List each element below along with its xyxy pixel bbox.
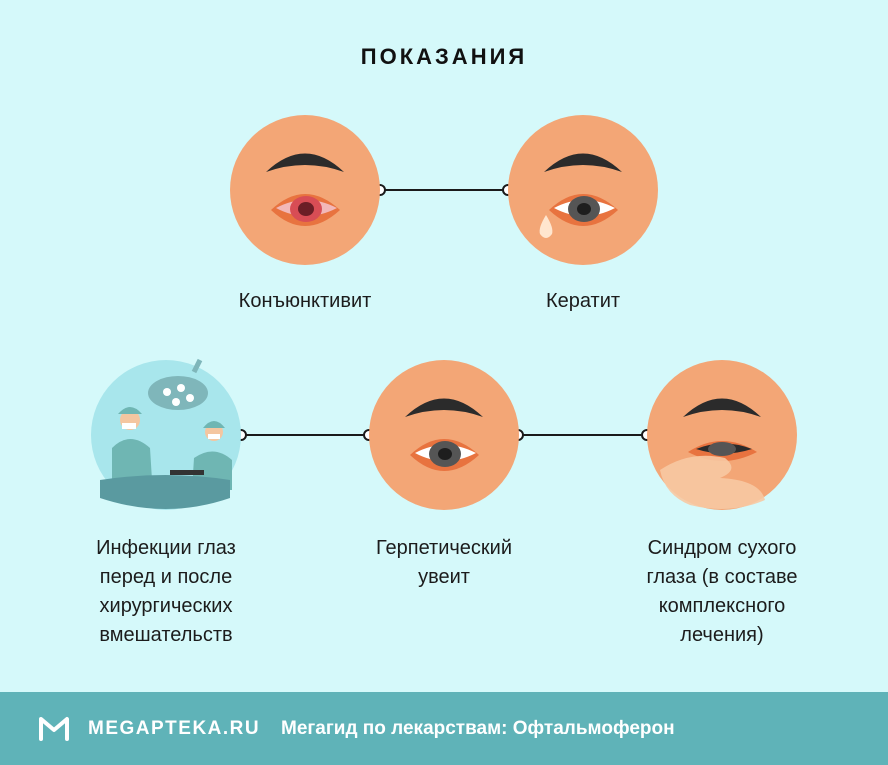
uveitis-eye-icon	[369, 360, 519, 510]
brand-name[interactable]: MEGAPTEKA.RU	[88, 718, 261, 739]
page-title: ПОКАЗАНИЯ	[360, 44, 528, 69]
label-herpetic-uveitis: Герпетический увеит	[376, 537, 512, 588]
dry-eye-icon	[647, 360, 797, 510]
keratitis-eye-icon	[508, 115, 658, 265]
megapteka-logo-icon	[39, 717, 69, 741]
label-surgery-infections: Инфекции глаз перед и после хирургически…	[96, 537, 236, 646]
label-dry-eye: Синдром сухого глаза (в составе комплекс…	[646, 537, 798, 646]
conjunctivitis-eye-icon	[230, 115, 380, 265]
surgery-icon	[91, 358, 241, 510]
footer: MEGAPTEKA.RU Мегагид по лекарствам: Офта…	[0, 692, 888, 765]
label-keratitis: Кератит	[545, 290, 621, 312]
indications-illustration	[91, 115, 797, 510]
label-conjunctivitis: Конъюнктивит	[238, 290, 372, 312]
footer-tagline: Мегагид по лекарствам: Офтальмоферон	[281, 718, 675, 739]
